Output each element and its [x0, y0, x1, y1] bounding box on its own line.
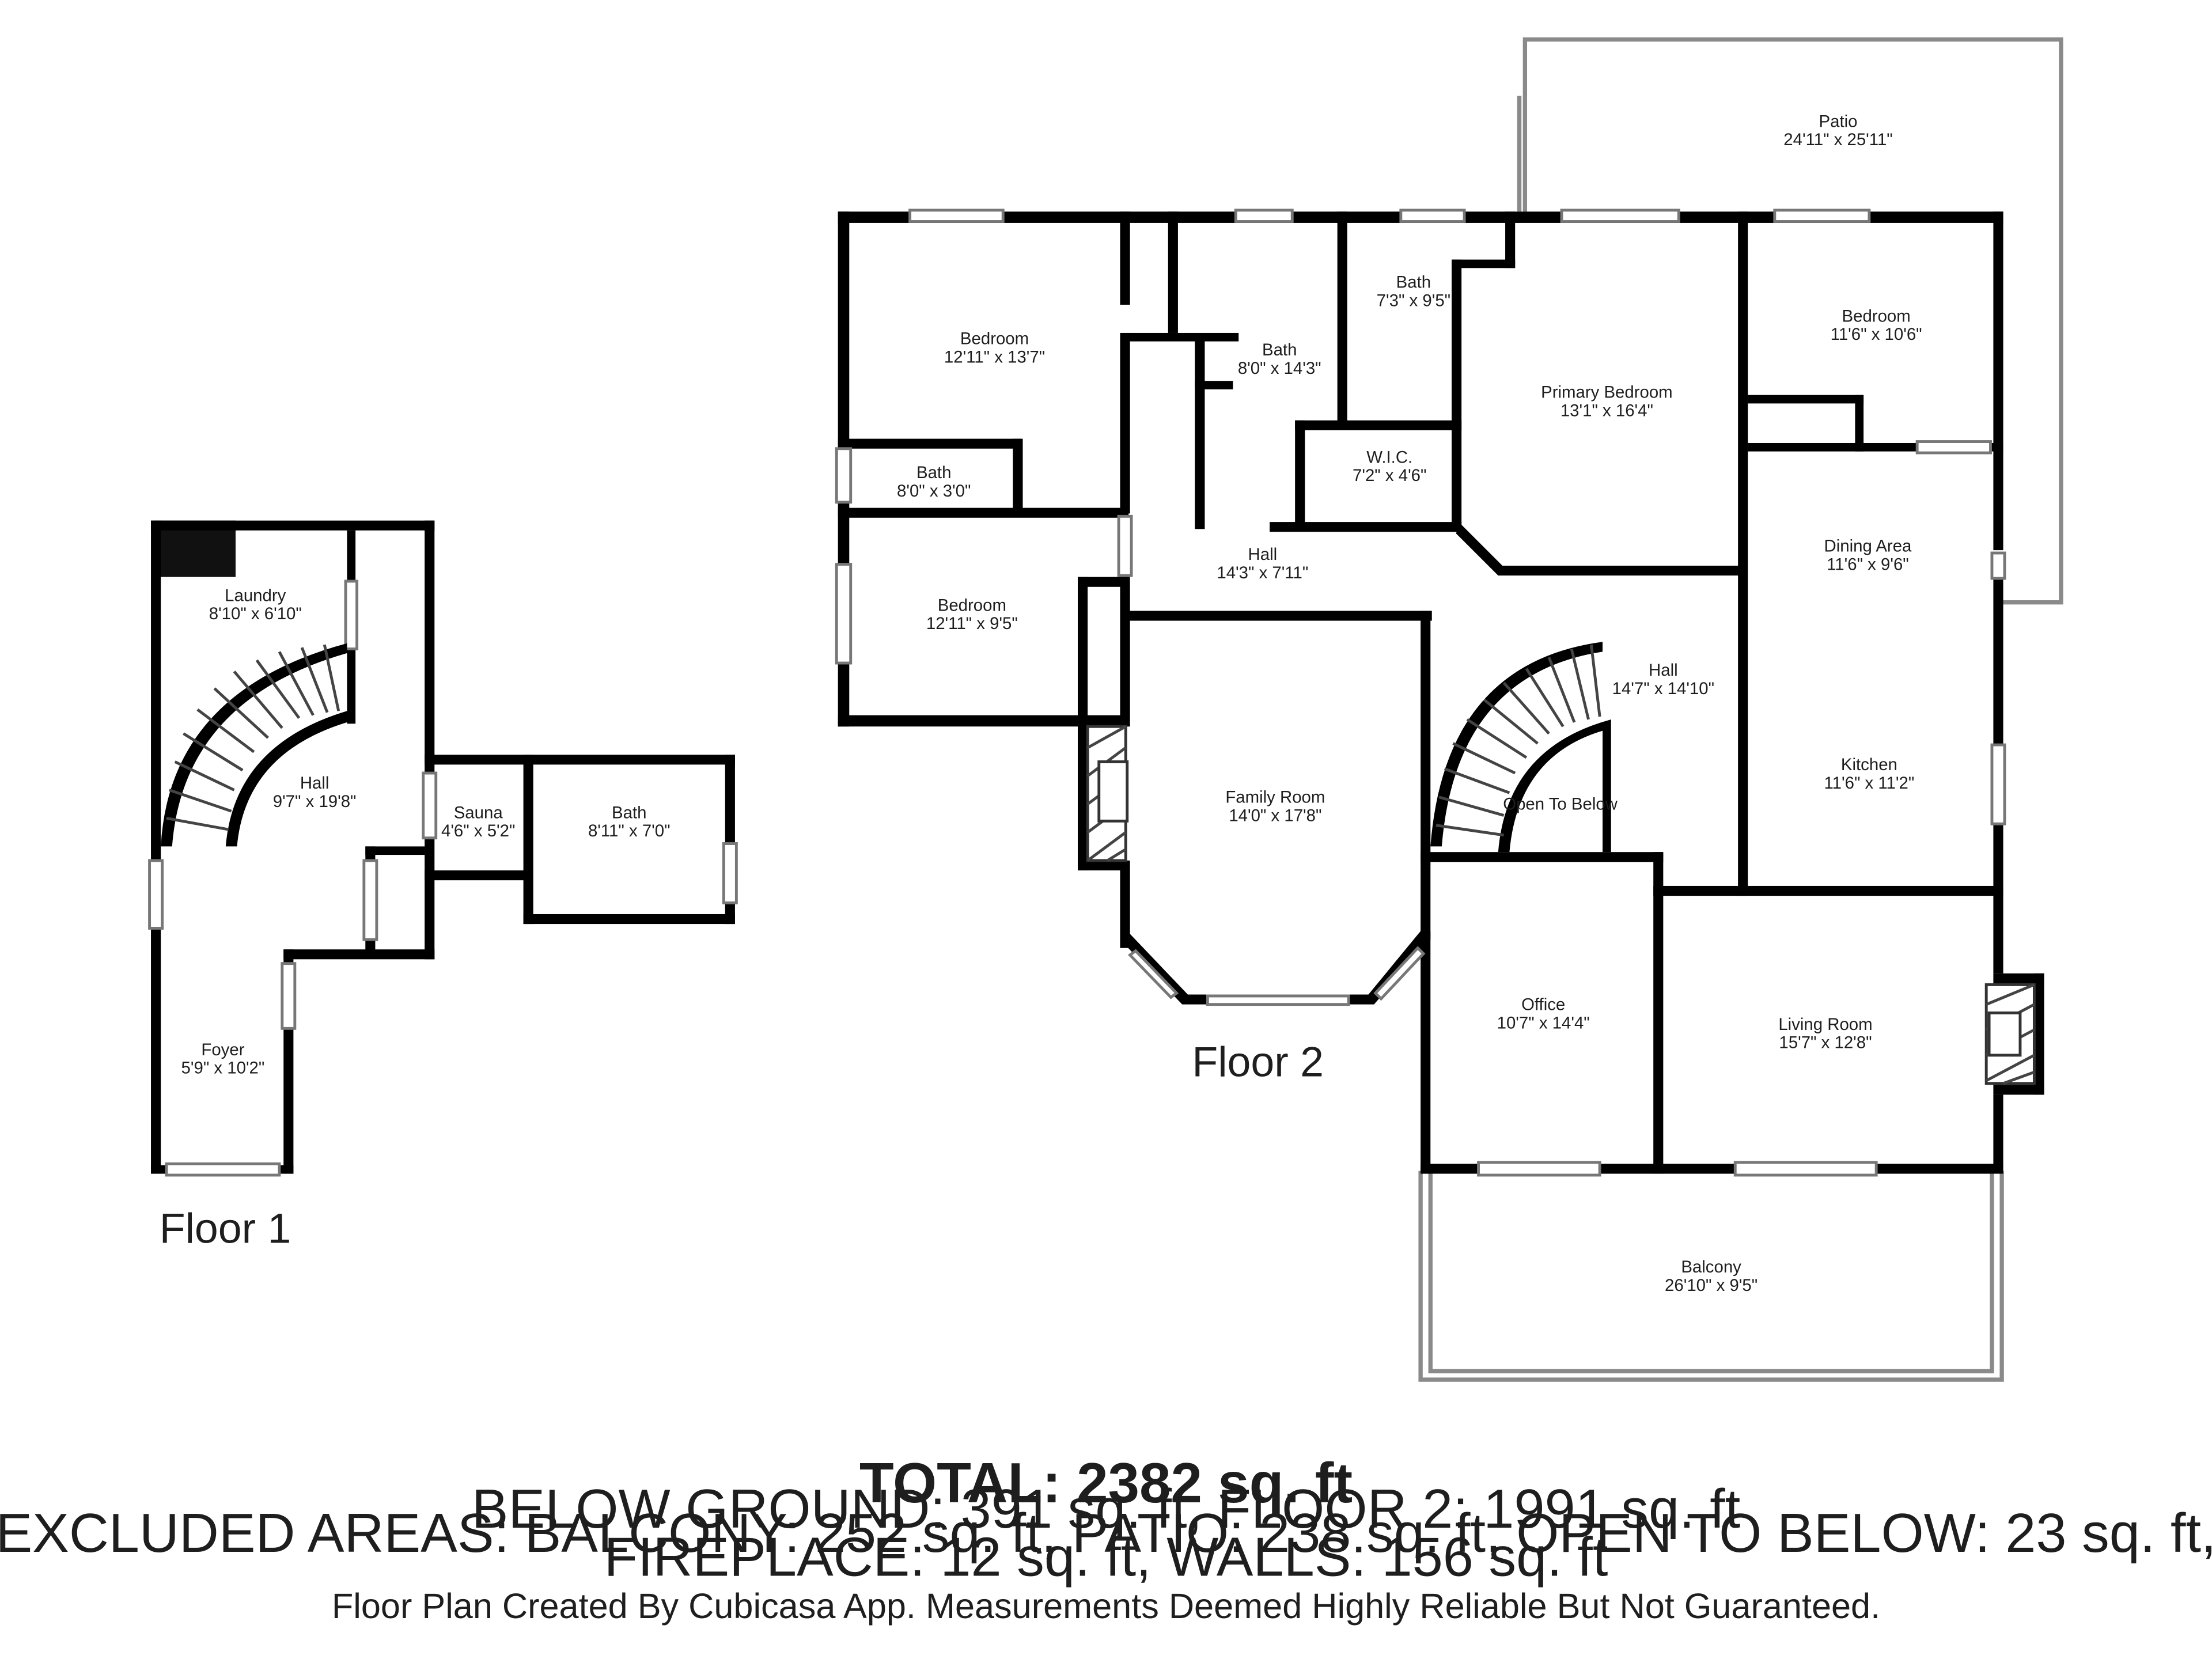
- room-name-foyer: Foyer: [201, 1040, 244, 1059]
- room-dims-family-room: 14'0" x 17'8": [1229, 806, 1321, 825]
- room-name-patio: Patio: [1819, 112, 1858, 131]
- room-dims-w-i-c: 7'2" x 4'6": [1353, 466, 1426, 485]
- room-name-family-room: Family Room: [1225, 787, 1325, 806]
- room-dims-bath: 8'0" x 14'3": [1238, 359, 1321, 378]
- room-name-dining-area: Dining Area: [1824, 537, 1912, 556]
- room-name-hall: Hall: [1649, 661, 1678, 680]
- room-dims-primary-bedroom: 13'1" x 16'4": [1560, 401, 1653, 420]
- disclaimer: Floor Plan Created By Cubicasa App. Meas…: [332, 1586, 1880, 1626]
- room-dims-laundry: 8'10" x 6'10": [209, 604, 302, 623]
- room-dims-office: 10'7" x 14'4": [1497, 1013, 1590, 1032]
- room-name-bath: Bath: [1262, 340, 1297, 359]
- room-name-balcony: Balcony: [1681, 1257, 1741, 1277]
- room-name-living-room: Living Room: [1778, 1015, 1872, 1034]
- room-dims-hall: 14'3" x 7'11": [1217, 563, 1308, 582]
- floor-2-plan: [835, 37, 2063, 1382]
- room-name-primary-bedroom: Primary Bedroom: [1541, 383, 1673, 402]
- room-dims-bath: 7'3" x 9'5": [1377, 291, 1450, 310]
- room-dims-hall: 14'7" x 14'10": [1612, 679, 1714, 698]
- floor-1-label: Floor 1: [160, 1205, 291, 1252]
- total-area: TOTAL: 2382 sq. ft: [859, 1451, 1353, 1514]
- room-dims-dining-area: 11'6" x 9'6": [1827, 555, 1909, 574]
- room-name-bedroom: Bedroom: [1842, 306, 1911, 325]
- room-name-bath: Bath: [612, 803, 646, 822]
- room-dims-living-room: 15'7" x 12'8": [1779, 1033, 1872, 1052]
- room-dims-bedroom: 12'11" x 13'7": [944, 347, 1045, 366]
- area-line-2: EXCLUDED AREAS: BALCONY: 252 sq. ft, PAT…: [0, 1503, 2212, 1564]
- room-name-office: Office: [1521, 995, 1565, 1014]
- room-name-hall: Hall: [1248, 545, 1278, 564]
- room-dims-bedroom: 11'6" x 10'6": [1831, 325, 1922, 344]
- room-name-bath: Bath: [916, 463, 951, 482]
- room-name-laundry: Laundry: [225, 586, 286, 605]
- room-name-bedroom: Bedroom: [960, 329, 1029, 349]
- room-dims-balcony: 26'10" x 9'5": [1665, 1276, 1758, 1295]
- room-name-open-to-below: Open To Below: [1503, 795, 1618, 814]
- room-name-hall: Hall: [300, 774, 329, 793]
- room-dims-sauna: 4'6" x 5'2": [441, 821, 515, 840]
- room-dims-bath: 8'0" x 3'0": [897, 482, 971, 501]
- area-summary: TOTAL: 2382 sq. ft BELOW GROUND: 391 sq.…: [0, 1451, 2212, 1626]
- room-name-sauna: Sauna: [454, 803, 503, 822]
- room-dims-foyer: 5'9" x 10'2": [181, 1059, 265, 1078]
- area-line-1: BELOW GROUND: 391 sq. ft, FLOOR 2: 1991 …: [472, 1479, 1741, 1540]
- room-name-bedroom: Bedroom: [938, 596, 1006, 615]
- room-name-kitchen: Kitchen: [1841, 755, 1897, 774]
- floor-1-plan: [148, 520, 738, 1177]
- room-dims-bath: 8'11" x 7'0": [588, 821, 671, 840]
- room-dims-hall: 9'7" x 19'8": [273, 792, 357, 811]
- room-dims-patio: 24'11" x 25'11": [1783, 130, 1892, 149]
- room-name-bath: Bath: [1396, 273, 1431, 292]
- room-name-w-i-c: W.I.C.: [1366, 448, 1412, 467]
- room-dims-kitchen: 11'6" x 11'2": [1824, 774, 1915, 793]
- room-dims-bedroom: 12'11" x 9'5": [926, 614, 1018, 633]
- floor-2-label: Floor 2: [1192, 1038, 1324, 1086]
- area-line-3: FIREPLACE: 12 sq. ft, WALLS: 156 sq. ft: [604, 1527, 1608, 1588]
